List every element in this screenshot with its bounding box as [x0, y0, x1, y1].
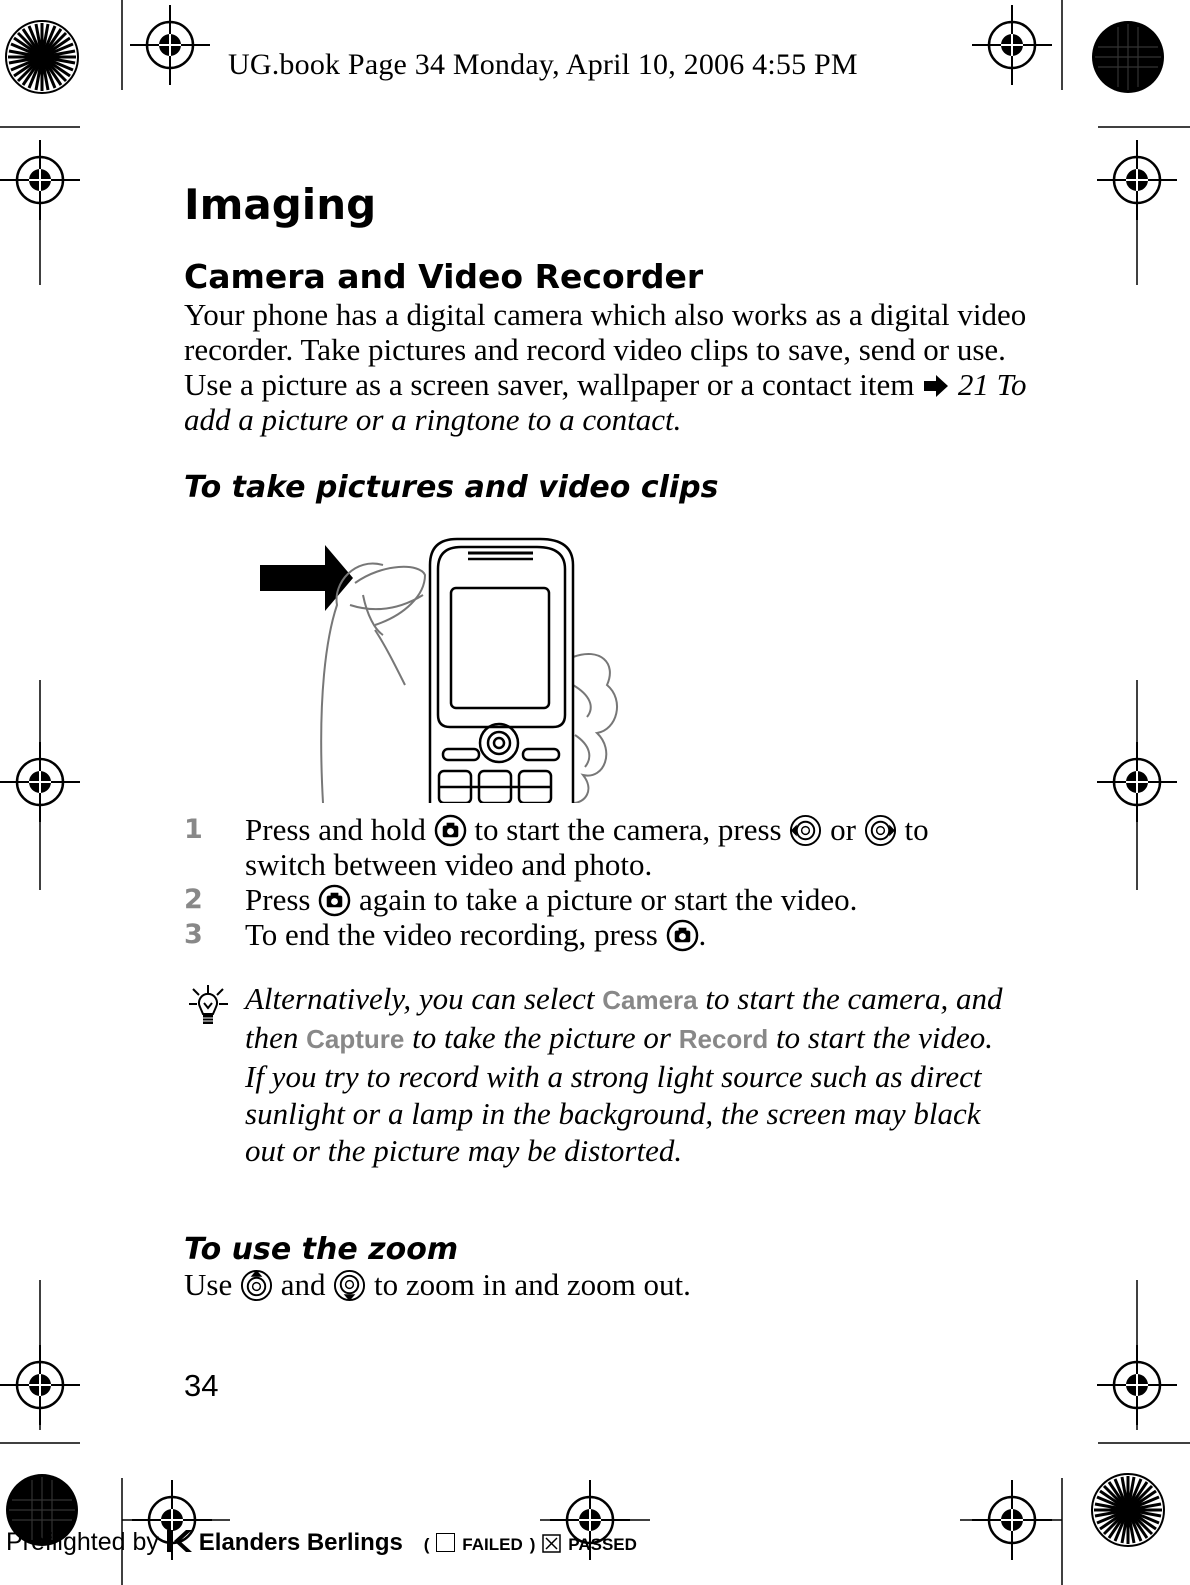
- step-1: 1 Press and hold to start the camera, pr…: [184, 812, 984, 882]
- navigation-left-icon: [790, 814, 822, 847]
- tip-text: Alternatively, you can select: [245, 981, 595, 1016]
- camera-key-icon: [666, 919, 698, 952]
- step-text: again to take a picture or start the vid…: [358, 882, 858, 917]
- intro-paragraph: Your phone has a digital camera which al…: [184, 297, 1034, 437]
- zoom-text: Use: [184, 1267, 233, 1302]
- lightbulb-tip-icon: [189, 985, 228, 1024]
- tip-paragraph-2: If you try to record with a strong light…: [245, 1059, 982, 1168]
- zoom-text: to zoom in and zoom out.: [373, 1267, 691, 1302]
- passed-checkbox: [542, 1534, 562, 1553]
- section-heading: Camera and Video Recorder: [184, 257, 704, 296]
- navigation-right-icon: [864, 814, 896, 847]
- page-title: Imaging: [184, 180, 377, 229]
- step-number: 2: [184, 884, 203, 915]
- zoom-heading: To use the zoom: [184, 1232, 459, 1267]
- step-text: to start the camera, press: [474, 812, 782, 847]
- preflight-text: Preflighted by: [6, 1528, 159, 1556]
- menu-item-capture: Capture: [306, 1024, 405, 1054]
- zoom-instruction: Use and to zoom in and zoom out.: [184, 1267, 691, 1302]
- elanders-logo-icon: [166, 1530, 192, 1552]
- camera-key-icon: [318, 884, 351, 917]
- steps-list: 1 Press and hold to start the camera, pr…: [184, 812, 984, 952]
- step-number: 3: [184, 919, 203, 950]
- press-arrow-icon: [260, 545, 353, 611]
- menu-item-record: Record: [678, 1024, 769, 1054]
- preflight-brand: Elanders Berlings: [198, 1529, 403, 1556]
- step-text: Press and hold: [245, 812, 426, 847]
- tip-note: Alternatively, you can select Camera to …: [245, 980, 1005, 1169]
- failed-label: FAILED: [462, 1535, 523, 1554]
- camera-key-icon: [434, 814, 466, 847]
- page-number: 34: [184, 1368, 219, 1403]
- zoom-text: and: [280, 1267, 326, 1302]
- tip-paragraph-1: Alternatively, you can select Camera to …: [245, 980, 1005, 1058]
- footer-paren: (: [423, 1535, 430, 1554]
- passed-label: PASSED: [568, 1535, 637, 1554]
- navigation-down-icon: [334, 1269, 366, 1302]
- take-pictures-heading: To take pictures and video clips: [184, 470, 719, 505]
- step-text: Press: [245, 882, 311, 917]
- step-2: 2 Press again to take a picture or start…: [184, 882, 984, 917]
- step-3: 3 To end the video recording, press .: [184, 917, 984, 952]
- step-text: to switch between video and photo.: [245, 812, 929, 882]
- tip-text: to start the video.: [776, 1020, 994, 1055]
- tip-text: to take the picture or: [412, 1020, 671, 1055]
- intro-text: Your phone has a digital camera which al…: [184, 297, 1027, 402]
- step-text: or: [830, 812, 856, 847]
- arrow-reference-icon: [924, 375, 949, 397]
- phone-camera-illustration: [260, 537, 618, 803]
- menu-item-camera: Camera: [602, 985, 698, 1015]
- cross-reference-link[interactable]: 21 To add a picture or a ringtone to a c…: [184, 367, 1027, 437]
- footer-paren: ): [529, 1535, 536, 1554]
- failed-checkbox: [436, 1533, 456, 1552]
- step-text: .: [698, 917, 707, 952]
- step-number: 1: [184, 814, 203, 845]
- navigation-up-icon: [240, 1269, 272, 1302]
- tip-text: to start the camera, and then: [245, 981, 1003, 1055]
- preflight-footer: Preflighted by Elanders Berlings ( FAILE…: [6, 1528, 637, 1557]
- print-header: UG.book Page 34 Monday, April 10, 2006 4…: [228, 48, 858, 81]
- step-text: To end the video recording, press: [245, 917, 658, 952]
